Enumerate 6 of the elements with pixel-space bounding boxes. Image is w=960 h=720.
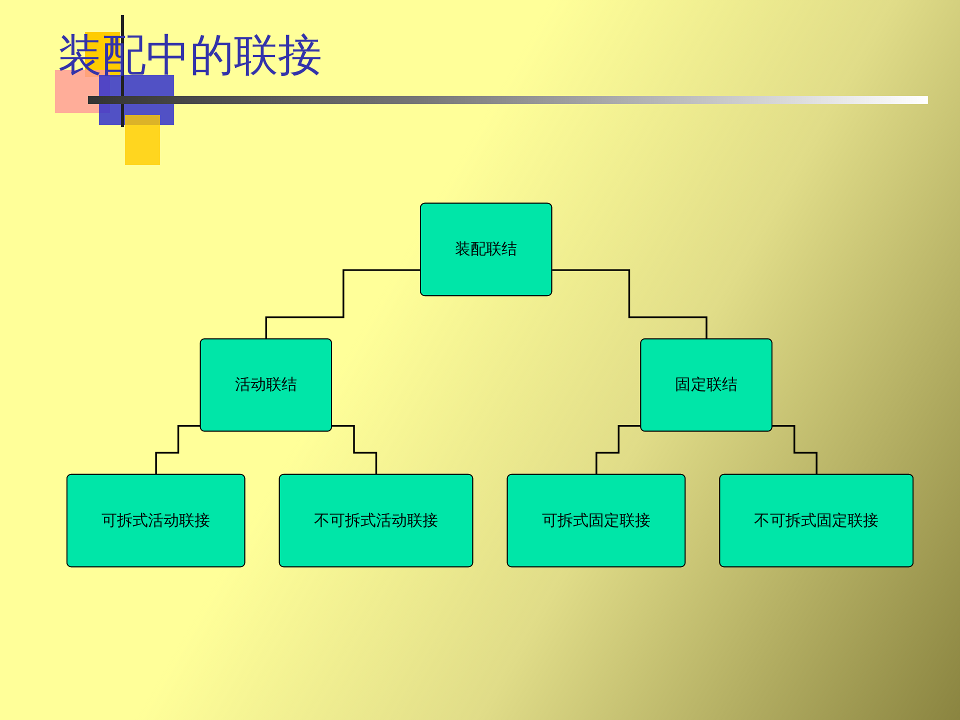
connector <box>332 424 378 476</box>
connector <box>596 424 642 476</box>
connector <box>772 424 818 476</box>
connector <box>265 269 421 340</box>
connector <box>552 269 708 340</box>
connector <box>155 424 201 476</box>
